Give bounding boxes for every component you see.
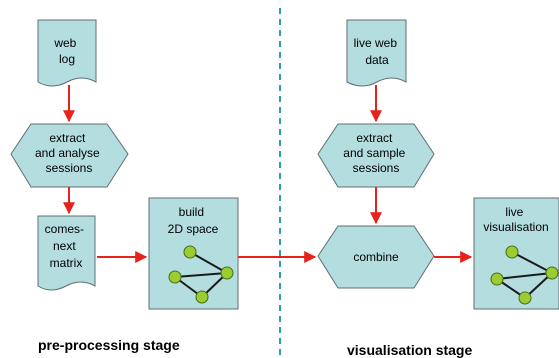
live-vis-line-1: live [505,205,523,219]
live-web-data-line-1: live web [354,36,398,50]
pre-processing-caption: pre-processing stage [38,337,180,353]
graph-icon [168,245,234,304]
build-space-line-2: 2D space [168,222,219,236]
web-log-node: web log [37,19,97,87]
comes-next-line-1: comes- [45,222,84,236]
extract-analyse-line-2: and analyse [35,146,100,160]
live-vis-line-2: visualisation [483,220,548,234]
web-log-line-1: web [53,36,76,50]
web-log-line-2: log [59,52,75,66]
svg-text:live web data: live web data [354,36,401,67]
extract-sample-line-3: sessions [353,161,400,175]
live-web-data-node: live web data [346,19,407,87]
comes-next-line-3: matrix [50,256,83,270]
graph-icon [490,245,559,305]
extract-sample-line-1: extract [356,131,393,145]
build-2d-space-node: build 2D space [148,197,239,310]
svg-text:extract and sample: extract and sample sessions [343,131,408,175]
combine-node: combine [317,225,435,289]
comes-next-line-2: next [53,239,76,253]
extract-sample-node: extract and sample sessions [317,123,435,188]
svg-text:extract and analyse: extract and analyse sessions [35,131,103,175]
extract-analyse-line-3: sessions [46,161,93,175]
extract-sample-line-2: and sample [343,146,405,160]
extract-analyse-line-1: extract [49,131,86,145]
extract-analyse-node: extract and analyse sessions [10,123,129,188]
svg-text:live visualisation: live visualisation [483,205,548,234]
build-space-line-1: build [179,205,204,219]
comes-next-matrix-node: comes- next matrix [37,215,96,291]
svg-text:comes- next matrix: comes- next matrix [45,222,88,270]
svg-text:build 2D space: build 2D space [168,205,219,236]
live-web-data-line-2: data [365,53,389,67]
combine-label: combine [353,250,399,264]
svg-text:web log: web log [53,36,79,66]
live-visualisation-node: live visualisation [473,197,559,310]
visualisation-caption: visualisation stage [347,342,472,358]
